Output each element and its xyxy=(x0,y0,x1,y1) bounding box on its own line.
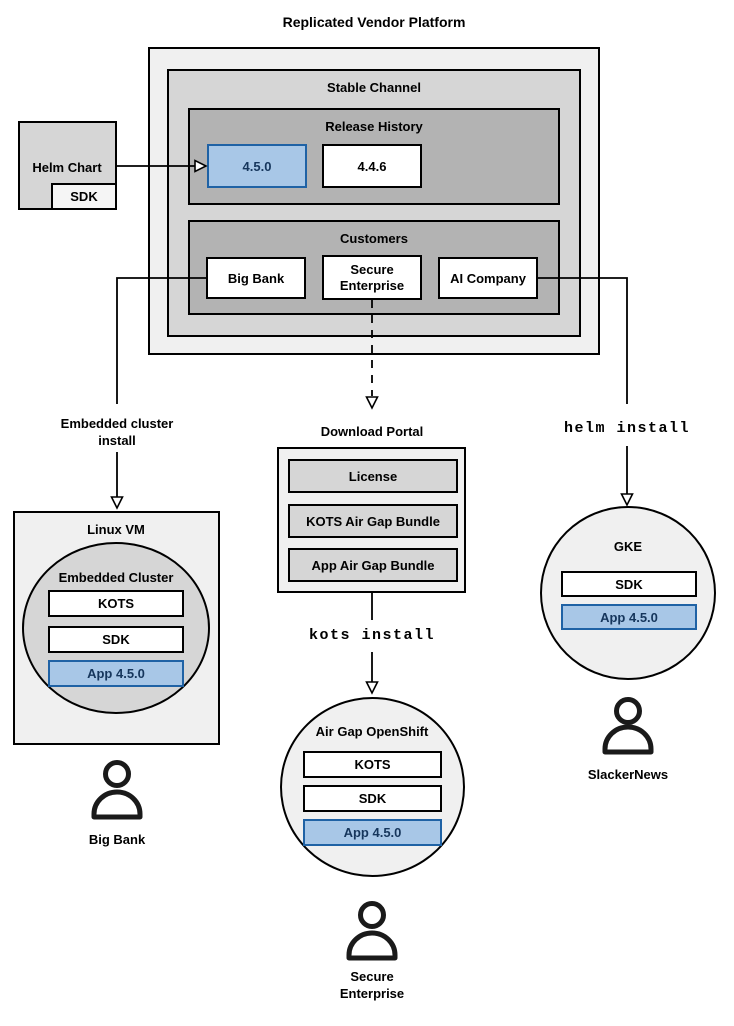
arrow-head-down-icon xyxy=(365,396,379,410)
big-bank-user-label: Big Bank xyxy=(88,832,146,847)
embedded-cluster-title: Embedded Cluster xyxy=(58,570,174,585)
customers-title: Customers xyxy=(340,231,408,246)
gke-app-box: App 4.5.0 xyxy=(561,604,697,630)
customer-secure-enterprise: Secure Enterprise xyxy=(322,255,422,300)
airgap-openshift-title: Air Gap OpenShift xyxy=(315,724,429,739)
portal-license-box: License xyxy=(288,459,458,493)
helm-install-label: helm install xyxy=(563,420,691,437)
arrow-head-down-icon xyxy=(620,493,634,507)
helm-chart-sdk-box: SDK xyxy=(51,183,117,210)
download-portal-title: Download Portal xyxy=(320,424,424,439)
slackernews-user-label: SlackerNews xyxy=(587,767,669,782)
airgap-app-box: App 4.5.0 xyxy=(303,819,442,846)
embedded-cluster-install-label: Embedded cluster install xyxy=(60,416,174,448)
slackernews-user-icon xyxy=(602,697,654,755)
embedded-cluster-sdk-box: SDK xyxy=(48,626,184,653)
secure-enterprise-user-icon xyxy=(346,901,398,961)
big-bank-user-icon xyxy=(91,760,143,820)
release-history-title: Release History xyxy=(325,119,423,134)
embedded-cluster-kots-box: KOTS xyxy=(48,590,184,617)
kots-install-label: kots install xyxy=(308,627,436,644)
portal-app-bundle-box: App Air Gap Bundle xyxy=(288,548,458,582)
arrow-head-down-icon xyxy=(110,496,124,510)
portal-kots-bundle-box: KOTS Air Gap Bundle xyxy=(288,504,458,538)
helm-chart-label: Helm Chart xyxy=(32,160,102,175)
secure-enterprise-user-label: Secure Enterprise xyxy=(339,969,405,1001)
platform-title: Replicated Vendor Platform xyxy=(282,14,466,30)
release-version-446: 4.4.6 xyxy=(322,144,422,188)
stable-channel-title: Stable Channel xyxy=(327,80,421,95)
gke-sdk-box: SDK xyxy=(561,571,697,597)
airgap-sdk-box: SDK xyxy=(303,785,442,812)
customer-ai-company: AI Company xyxy=(438,257,538,299)
embedded-cluster-app-box: App 4.5.0 xyxy=(48,660,184,687)
customer-big-bank: Big Bank xyxy=(206,257,306,299)
linux-vm-title: Linux VM xyxy=(87,522,145,537)
gke-title: GKE xyxy=(613,539,643,554)
airgap-kots-box: KOTS xyxy=(303,751,442,778)
arrow-head-down-icon xyxy=(365,681,379,695)
release-version-450: 4.5.0 xyxy=(207,144,307,188)
